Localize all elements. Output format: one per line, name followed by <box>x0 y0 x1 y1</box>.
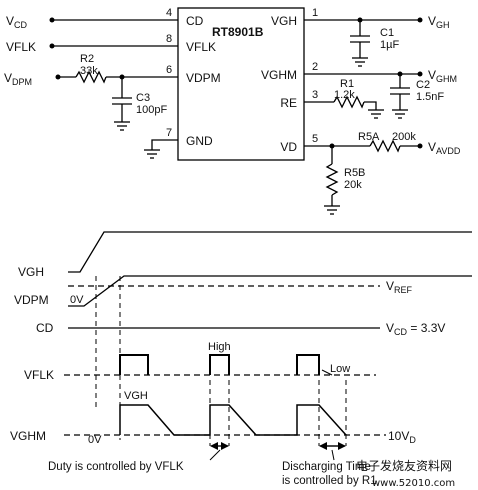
terminal-vcd <box>49 17 55 23</box>
vcd-level-label: VCD = 3.3V <box>386 321 445 337</box>
timing-diagram <box>64 231 472 461</box>
signal-label-vflk: VFLK <box>24 368 54 382</box>
terminal-vgh <box>417 17 423 23</box>
terminal-vavdd <box>417 143 423 149</box>
waveform-vgh <box>68 231 472 273</box>
signal-label-vghm: VGHM <box>10 429 46 443</box>
pin-label-vghm: VGHM <box>261 68 297 82</box>
resistor-r5a <box>369 139 401 153</box>
pin-label-vgh: VGH <box>271 14 297 28</box>
vflk-pulse-2 <box>209 354 230 375</box>
signal-label-vgh: VGH <box>18 265 44 279</box>
waveform-vghm <box>119 404 347 436</box>
schematic-marks <box>49 17 423 149</box>
vdpm-zero-label: 0V <box>70 294 84 306</box>
resistor-r5b <box>325 163 339 196</box>
pin-number-vghm: 2 <box>312 61 318 73</box>
signal-label-vdpm: VDPM <box>14 293 49 307</box>
terminal-vflk <box>49 43 55 49</box>
vghm-zero-label: 0V <box>88 434 102 446</box>
signal-label-cd: CD <box>36 321 54 335</box>
watermark-url: www.52010.com <box>372 478 455 489</box>
label-r5a-value: 200k <box>392 131 416 143</box>
label-r2-value: 33k <box>80 65 98 77</box>
pin-label-gnd: GND <box>186 134 213 148</box>
junction-dot <box>357 17 363 23</box>
net-label-vdpm: VDPM <box>4 71 32 87</box>
pin-label-vflk: VFLK <box>186 40 216 54</box>
pin-label-cd: CD <box>186 14 204 28</box>
net-label-vghm: VGHM <box>428 68 457 84</box>
label-r5a-name: R5A <box>358 131 380 143</box>
vflk-pulse-3 <box>296 354 320 375</box>
terminal-vghm <box>417 71 423 77</box>
net-label-vflk: VFLK <box>6 40 36 54</box>
pin-number-cd: 4 <box>166 7 172 19</box>
pin-number-vgh: 1 <box>312 7 318 19</box>
ten-vd-label: 10VD <box>388 429 416 445</box>
duty-note: Duty is controlled by VFLK <box>48 461 184 473</box>
label-r5b-value: 20k <box>344 179 362 191</box>
terminal-vdpm <box>55 74 61 80</box>
net-label-vavdd: VAVDD <box>428 140 461 156</box>
label-c1-value: 1µF <box>380 39 399 51</box>
junction-dot <box>329 143 335 149</box>
low-pointer <box>321 369 333 376</box>
label-c3-value: 100pF <box>136 104 167 116</box>
ic-name: RT8901B <box>212 25 264 39</box>
pin-label-vd: VD <box>280 140 297 154</box>
vgh-pulse-label: VGH <box>124 390 148 402</box>
pin-label-vdpm: VDPM <box>186 71 221 85</box>
resistor-r1 <box>333 95 365 109</box>
label-r1-value: 1.2k <box>334 89 355 101</box>
junction-dot <box>119 74 125 80</box>
wire-gnd <box>151 139 178 150</box>
waveform-vdpm <box>68 275 472 307</box>
label-c1-name: C1 <box>380 27 394 39</box>
discharge-note-line1: Discharging Time <box>282 461 371 473</box>
label-r1-name: R1 <box>340 78 354 90</box>
duty-pointer <box>209 449 221 461</box>
pin-number-vdpm: 6 <box>166 64 172 76</box>
net-label-vcd: VCD <box>6 14 28 30</box>
label-c2-value: 1.5nF <box>416 91 444 103</box>
vflk-pulse-1 <box>119 354 149 375</box>
watermark-cn: 电子发烧友资料网 <box>356 458 452 473</box>
label-r2-name: R2 <box>80 53 94 65</box>
discharge-note-line2: is controlled by R1 <box>282 475 377 487</box>
label-r5b-name: R5B <box>344 167 365 179</box>
pin-number-vd: 5 <box>312 133 318 145</box>
ic-body <box>177 7 305 161</box>
low-label: Low <box>330 363 350 375</box>
net-label-vgh: VGH <box>428 14 450 30</box>
label-c2-name: C2 <box>416 79 430 91</box>
pin-number-vflk: 8 <box>166 33 172 45</box>
junction-dot <box>397 71 403 77</box>
vref-label: VREF <box>386 279 413 295</box>
label-c3-name: C3 <box>136 92 150 104</box>
discharge-pointer <box>331 449 335 461</box>
pin-label-re: RE <box>280 96 297 110</box>
resistor-r2 <box>75 70 107 84</box>
pin-number-gnd: 7 <box>166 127 172 139</box>
high-label: High <box>208 341 231 353</box>
pin-number-re: 3 <box>312 89 318 101</box>
